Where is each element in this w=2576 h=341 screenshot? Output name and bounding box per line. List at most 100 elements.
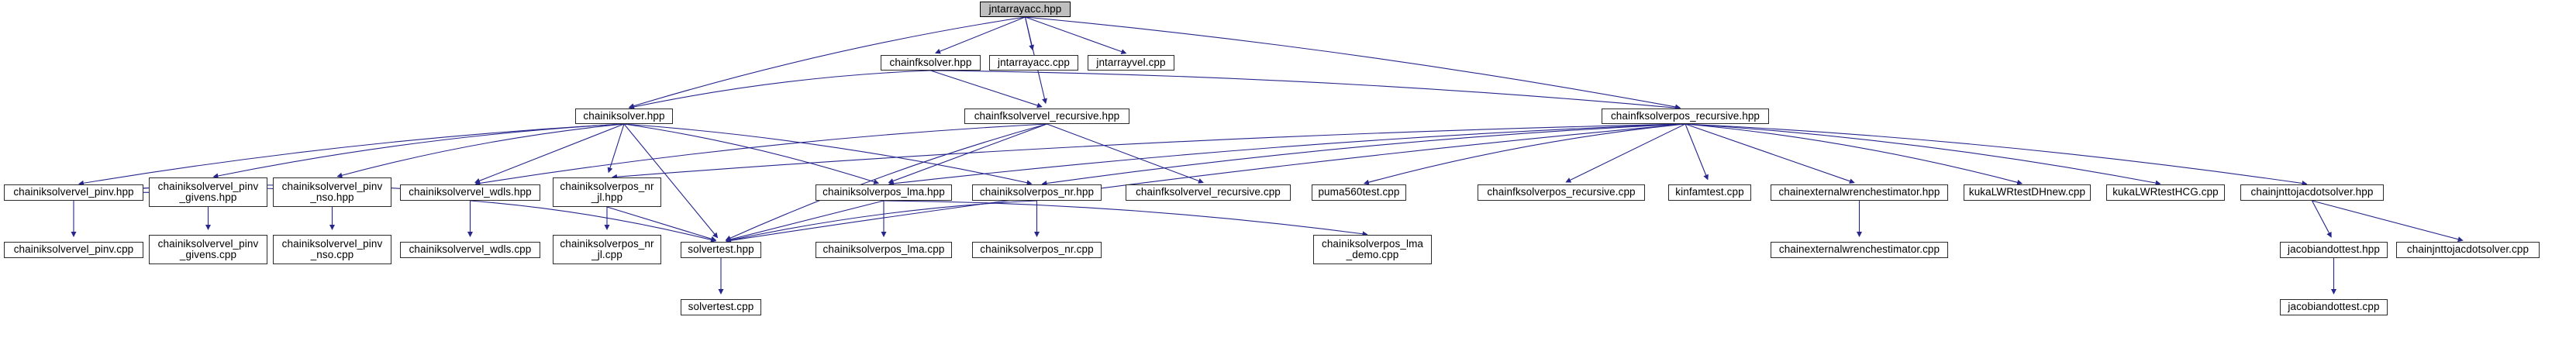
graph-edge	[1041, 123, 1686, 186]
graph-node-label: chainjnttojacdotsolver.cpp	[2406, 243, 2529, 256]
graph-edge	[930, 70, 1043, 108]
graph-node-chainiksolverpos-nr-hpp[interactable]: chainiksolverpos_nr.hpp	[972, 184, 1102, 201]
graph-node-chainfksolvervel-recursive-hpp[interactable]: chainfksolvervel_recursive.hpp	[964, 108, 1129, 124]
graph-node-label: chainiksolverpos_nr.cpp	[980, 243, 1094, 256]
graph-edge	[1024, 16, 1035, 51]
graph-edge	[607, 123, 625, 174]
graph-node-label: chainiksolverpos_nr.hpp	[979, 186, 1095, 198]
graph-edge	[2312, 200, 2464, 243]
graph-node-label: chainjnttojacdotsolver.hpp	[2250, 186, 2374, 198]
graph-node-label: puma560test.cpp	[1318, 186, 1400, 198]
graph-edge	[1025, 16, 1127, 54]
graph-node-label: chainfksolvervel_recursive.hpp	[974, 109, 1120, 122]
graph-node-label: kinfamtest.cpp	[1675, 186, 1744, 198]
graph-node-label: chainiksolvervel_pinv _nso.hpp	[281, 180, 383, 203]
graph-node-chainfksolver-hpp[interactable]: chainfksolver.hpp	[881, 55, 981, 71]
graph-node-chainexternalwrenchestimator-hpp[interactable]: chainexternalwrenchestimator.hpp	[1771, 184, 1948, 201]
graph-edge	[1685, 123, 1855, 184]
graph-node-chainiksolvervel-pinv-nso-hpp[interactable]: chainiksolvervel_pinv _nso.hpp	[273, 177, 391, 207]
graph-edge	[1685, 123, 2023, 185]
graph-node-label: jntarrayacc.hpp	[988, 2, 1062, 15]
graph-edge	[336, 123, 625, 178]
graph-node-jntarrayvel-cpp[interactable]: jntarrayvel.cpp	[1088, 55, 1174, 71]
graph-node-chainiksolvervel-pinv-givens-cpp[interactable]: chainiksolvervel_pinv _givens.cpp	[149, 235, 267, 264]
graph-edge	[935, 16, 1026, 54]
graph-edge	[888, 123, 1686, 187]
graph-node-label: chainiksolvervel_pinv.cpp	[13, 243, 134, 256]
graph-edge	[628, 70, 931, 110]
graph-node-kukalwrtestdhnew-cpp[interactable]: kukaLWRtestDHnew.cpp	[1964, 184, 2091, 201]
graph-node-chainiksolvervel-pinv-hpp[interactable]: chainiksolvervel_pinv.hpp	[4, 184, 143, 201]
graph-node-chainiksolvervel-wdls-hpp[interactable]: chainiksolvervel_wdls.hpp	[400, 184, 540, 201]
graph-node-label: jacobiandottest.hpp	[2288, 243, 2380, 256]
graph-node-label: chainiksolvervel_pinv.hpp	[13, 186, 134, 198]
graph-node-kukalwrtesthcg-cpp[interactable]: kukaLWRtestHCG.cpp	[2106, 184, 2225, 201]
graph-node-chainjnttojacdotsolver-cpp[interactable]: chainjnttojacdotsolver.cpp	[2396, 242, 2540, 258]
graph-node-jntarrayacc-cpp[interactable]: jntarrayacc.cpp	[989, 55, 1078, 71]
graph-node-label: kukaLWRtestDHnew.cpp	[1968, 186, 2086, 198]
graph-node-chainiksolvervel-pinv-nso-cpp[interactable]: chainiksolvervel_pinv _nso.cpp	[273, 235, 391, 264]
graph-edge	[1685, 123, 1709, 181]
graph-node-label: chainfksolverpos_recursive.cpp	[1487, 186, 1636, 198]
graph-node-label: chainiksolverpos_nr _jl.hpp	[560, 180, 654, 203]
graph-node-label: jntarrayvel.cpp	[1096, 56, 1166, 68]
graph-node-chainiksolvervel-wdls-cpp[interactable]: chainiksolvervel_wdls.cpp	[400, 242, 540, 258]
graph-edge	[725, 123, 1686, 243]
graph-node-label: jntarrayacc.cpp	[997, 56, 1071, 68]
graph-edge	[623, 123, 880, 184]
graph-edge	[725, 200, 885, 243]
graph-node-jacobiandottest-hpp[interactable]: jacobiandottest.hpp	[2280, 242, 2388, 258]
graph-node-kinfamtest-cpp[interactable]: kinfamtest.cpp	[1668, 184, 1751, 201]
graph-node-chainiksolverpos-lma-demo-cpp[interactable]: chainiksolverpos_lma _demo.cpp	[1313, 235, 1432, 264]
graph-node-label: solvertest.hpp	[688, 243, 754, 256]
graph-node-chainiksolvervel-pinv-cpp[interactable]: chainiksolvervel_pinv.cpp	[4, 242, 143, 258]
graph-edge	[888, 123, 1047, 184]
graph-node-puma560test-cpp[interactable]: puma560test.cpp	[1312, 184, 1406, 201]
graph-node-label: solvertest.cpp	[688, 301, 754, 313]
graph-node-chainfksolverpos-recursive-hpp[interactable]: chainfksolverpos_recursive.hpp	[1602, 108, 1769, 124]
graph-node-label: chainfksolverpos_recursive.hpp	[1610, 109, 1760, 122]
graph-node-label: kukaLWRtestHCG.cpp	[2112, 186, 2219, 198]
graph-edge	[78, 123, 625, 186]
graph-edge	[474, 123, 625, 184]
graph-node-label: chainiksolvervel_wdls.hpp	[409, 186, 532, 198]
graph-edge	[725, 123, 1047, 241]
graph-node-chainiksolvervel-pinv-givens-hpp[interactable]: chainiksolvervel_pinv _givens.hpp	[149, 177, 267, 207]
graph-node-jacobiandottest-cpp[interactable]: jacobiandottest.cpp	[2280, 299, 2388, 315]
graph-node-chainiksolverpos-nr-cpp[interactable]: chainiksolverpos_nr.cpp	[972, 242, 1102, 258]
graph-node-label: chainexternalwrenchestimator.hpp	[1778, 186, 1940, 198]
graph-node-label: chainexternalwrenchestimator.cpp	[1778, 243, 1940, 256]
graph-edge	[1685, 123, 2161, 186]
graph-edge	[212, 123, 625, 179]
graph-node-chainjnttojacdotsolver-hpp[interactable]: chainjnttojacdotsolver.hpp	[2240, 184, 2384, 201]
graph-edge	[611, 123, 1686, 180]
graph-node-label: chainiksolvervel_pinv _nso.cpp	[281, 237, 383, 260]
graph-node-solvertest-hpp[interactable]: solvertest.hpp	[681, 242, 761, 258]
graph-node-chainfksolvervel-recursive-cpp[interactable]: chainfksolvervel_recursive.cpp	[1126, 184, 1291, 201]
graph-node-label: chainiksolvervel_pinv _givens.hpp	[157, 180, 259, 203]
graph-node-label: chainiksolver.hpp	[583, 109, 665, 122]
graph-edge	[623, 123, 1033, 186]
graph-node-chainiksolver-hpp[interactable]: chainiksolver.hpp	[575, 108, 673, 124]
graph-node-chainiksolverpos-nr-jl-hpp[interactable]: chainiksolverpos_nr _jl.hpp	[553, 177, 661, 207]
graph-node-chainiksolverpos-nr-jl-cpp[interactable]: chainiksolverpos_nr _jl.cpp	[553, 235, 661, 264]
graph-edge	[1685, 123, 2308, 186]
graph-node-label: chainfksolver.hpp	[889, 56, 972, 68]
graph-node-chainfksolverpos-recursive-cpp[interactable]: chainfksolverpos_recursive.cpp	[1478, 184, 1645, 201]
graph-edge	[883, 200, 1368, 237]
graph-edge	[930, 70, 1681, 111]
graph-edge	[474, 123, 1047, 186]
graph-node-chainiksolverpos-lma-cpp[interactable]: chainiksolverpos_lma.cpp	[816, 242, 952, 258]
graph-node-jntarrayacc-hpp[interactable]: jntarrayacc.hpp	[980, 2, 1071, 17]
graph-node-solvertest-cpp[interactable]: solvertest.cpp	[681, 299, 761, 315]
graph-node-chainiksolverpos-lma-hpp[interactable]: chainiksolverpos_lma.hpp	[816, 184, 952, 201]
graph-node-chainexternalwrenchestimator-cpp[interactable]: chainexternalwrenchestimator.cpp	[1771, 242, 1948, 258]
graph-node-label: chainiksolverpos_lma _demo.cpp	[1321, 237, 1424, 260]
graph-edge	[725, 200, 1037, 243]
graph-edge	[1565, 123, 1686, 183]
graph-node-label: chainiksolverpos_nr _jl.cpp	[560, 237, 654, 260]
graph-node-label: chainiksolverpos_lma.cpp	[822, 243, 945, 256]
graph-edge	[1363, 123, 1686, 185]
